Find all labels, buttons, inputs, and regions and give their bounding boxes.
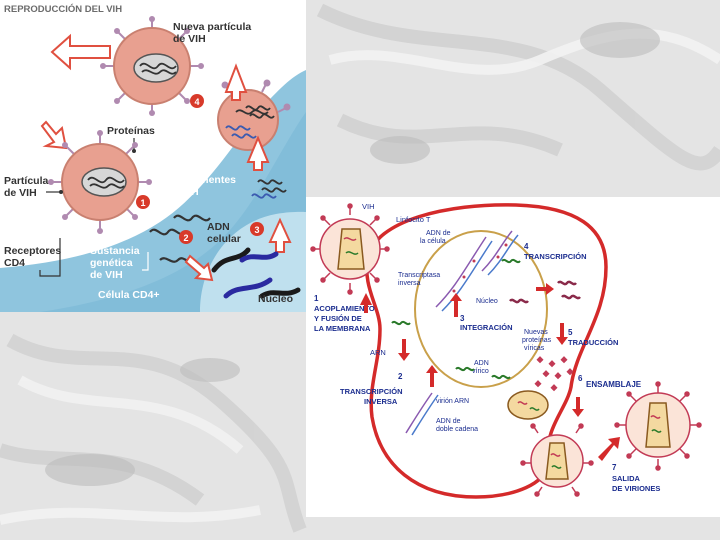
label-substance-1: Sustancia xyxy=(90,245,140,257)
step-5-number: 5 xyxy=(568,328,573,337)
label-new-particle-2: de VIH xyxy=(173,33,206,45)
integration-arrow xyxy=(450,293,462,317)
up-arrow-3 xyxy=(268,217,292,253)
label-virion-rna: virión ARN xyxy=(436,398,469,405)
hiv-reproduction-panel: REPRODUCCIÓN DEL VIH 4 Nueva p xyxy=(0,0,306,312)
label-coupling-3: LA MEMBRANA xyxy=(314,324,371,333)
label-new-particle-1: Nueva partícula xyxy=(173,21,251,33)
step-4-number: 4 xyxy=(524,242,529,251)
viral-proteins xyxy=(534,356,574,392)
label-cell: Célula CD4+ xyxy=(98,289,160,301)
exit-arrow xyxy=(598,437,620,461)
step-6-number: 6 xyxy=(578,374,583,383)
released-virion xyxy=(614,381,702,471)
label-components-2: de VIH xyxy=(166,186,199,198)
up-arrow-1 xyxy=(224,63,248,101)
label-double-dna-1: ADN de xyxy=(436,418,461,425)
label-coupling-2: Y FUSIÓN DE xyxy=(314,314,362,323)
label-receptors-1: Receptores xyxy=(4,245,61,257)
step-2-badge: 2 xyxy=(183,233,188,243)
label-exit-2: DE VIRIONES xyxy=(612,484,660,493)
nucleus-arrow xyxy=(184,254,214,282)
label-nucleus: Núcleo xyxy=(258,293,293,305)
outgoing-arrow xyxy=(50,33,111,71)
assembling-capsid xyxy=(507,390,549,420)
label-cell-dna-1: ADN de xyxy=(426,230,451,237)
label-new-proteins-2: proteínas xyxy=(522,337,552,344)
new-hiv-particle xyxy=(100,16,204,116)
label-proteins: Proteínas xyxy=(107,125,155,137)
hiv-life-cycle-diagram: VIH Linfocito T 1 ACOPLAMIENTO Y FUSIÓN … xyxy=(306,197,720,517)
step-1-number: 1 xyxy=(314,294,319,303)
diagram-title: REPRODUCCIÓN DEL VIH xyxy=(4,3,122,15)
lymphocyte-nucleus xyxy=(414,230,548,388)
step-3-number: 3 xyxy=(460,314,465,323)
hiv-particle xyxy=(48,130,152,234)
label-nucleus: Núcleo xyxy=(476,298,498,305)
label-integration: INTEGRACIÓN xyxy=(460,323,513,332)
label-virus: VIH xyxy=(362,202,375,211)
label-dna-1: ADN xyxy=(207,221,230,233)
label-rt-2: inversa xyxy=(398,280,421,287)
label-components-1: Componentes xyxy=(166,174,236,186)
label-receptors-2: CD4 xyxy=(4,257,25,269)
translation-arrow xyxy=(556,323,568,345)
label-cell-dna-2: la célula xyxy=(420,238,446,245)
label-assembly: ENSAMBLAJE xyxy=(586,380,642,389)
assembly-arrow xyxy=(572,397,584,417)
up-arrow-2 xyxy=(246,135,270,171)
step-3-badge: 3 xyxy=(254,225,259,235)
double-strand-dna xyxy=(405,392,439,436)
label-translation: TRADUCCIÓN xyxy=(568,338,618,347)
cell-dna-helix xyxy=(435,230,519,312)
rna-arrow xyxy=(398,339,410,361)
incoming-arrow xyxy=(40,120,68,150)
label-rt-1: Transcriptasa xyxy=(398,272,440,279)
label-viral-dna-2: vírico xyxy=(472,368,489,375)
label-viral-dna-1: ADN xyxy=(474,360,489,367)
entry-arrow xyxy=(360,293,372,313)
label-reverse-transcription-2: INVERSA xyxy=(364,397,398,406)
step-7-number: 7 xyxy=(612,463,617,472)
cellular-dna xyxy=(211,247,301,299)
step-2-number: 2 xyxy=(398,372,403,381)
budding-virion xyxy=(520,423,594,497)
transcription-arrow xyxy=(536,283,554,295)
label-exit-1: SALIDA xyxy=(612,474,641,483)
label-lymphocyte: Linfocito T xyxy=(396,215,431,224)
incoming-virion xyxy=(310,203,390,295)
hiv-component-strands xyxy=(225,105,287,199)
step-4-badge: 4 xyxy=(194,97,199,107)
label-substance-3: de VIH xyxy=(90,269,123,281)
label-new-proteins-3: víricas xyxy=(524,345,545,352)
label-dna-2: celular xyxy=(207,233,241,245)
label-particle-2: de VIH xyxy=(4,187,37,199)
label-particle-1: Partícula xyxy=(4,175,49,187)
hiv-reproduction-diagram: REPRODUCCIÓN DEL VIH 4 Nueva p xyxy=(0,0,306,312)
label-transcription: TRANSCRIPCIÓN xyxy=(524,252,587,261)
label-reverse-transcription-1: TRANSCRIPCIÓN xyxy=(340,387,403,396)
viral-rna-strand xyxy=(391,320,411,326)
label-coupling-1: ACOPLAMIENTO xyxy=(314,304,375,313)
viral-dna-arrow xyxy=(426,365,438,387)
label-new-proteins-1: Nuevas xyxy=(524,329,548,336)
step-1-badge: 1 xyxy=(140,198,145,208)
label-substance-2: genética xyxy=(90,257,133,269)
hiv-life-cycle-panel: VIH Linfocito T 1 ACOPLAMIENTO Y FUSIÓN … xyxy=(306,197,720,517)
label-double-dna-2: doble cadena xyxy=(436,426,478,433)
label-rna: ARN xyxy=(370,348,386,357)
